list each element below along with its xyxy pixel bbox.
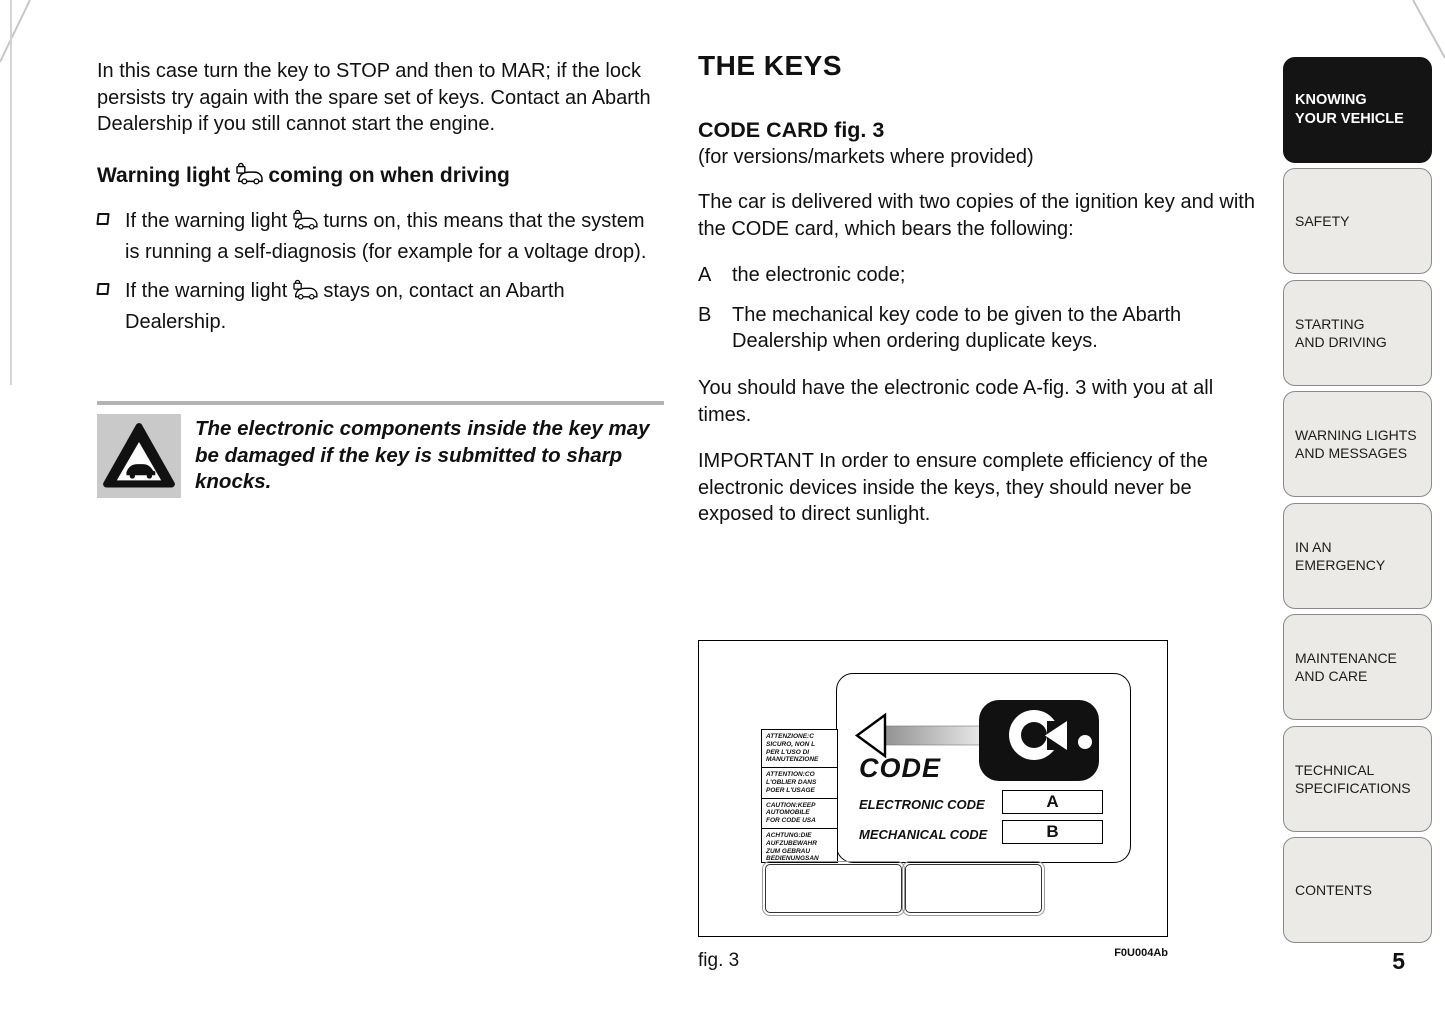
availability-note: (for versions/markets where provided) bbox=[698, 146, 1034, 168]
warning-triangle-icon bbox=[97, 414, 181, 499]
bullet-2-post: stays on, contact an Abarth Dealership. bbox=[125, 280, 565, 333]
car-lock-warning-icon bbox=[291, 279, 319, 309]
warning-light-heading: Warning light coming on when driving bbox=[97, 162, 664, 193]
list-item-b: B The mechanical key code to be given to… bbox=[698, 302, 1264, 355]
left-column: In this case turn the key to STOP and th… bbox=[96, 58, 664, 499]
code-brand-text: CODE bbox=[859, 752, 942, 783]
figure-code-card: ATTENZIONE:C SICURO, NON L PER L'USO DI … bbox=[698, 639, 1168, 937]
section-heading: CODE CARD fig. 3 bbox=[698, 118, 885, 142]
figure-reference-code: F0U004Ab bbox=[1114, 946, 1168, 959]
electronic-code-value-box: A bbox=[1002, 789, 1103, 814]
warning-text-fr: ATTENTION:CO L'OBLIER DANS POER L'USAGE bbox=[762, 768, 837, 799]
code-list: A the electronic code; B The mechanical … bbox=[698, 262, 1264, 355]
paragraph-keep-code: You should have the electronic code A-fi… bbox=[698, 376, 1214, 426]
ignition-key-illustration bbox=[854, 699, 1099, 781]
warning-text-de: ACHTUNG:DIE AUFZUBEWAHR ZUM GEBRAU BEDIE… bbox=[766, 831, 819, 863]
list-item-a: A the electronic code; bbox=[698, 262, 1264, 289]
tab-knowing-your-vehicle[interactable]: KNOWING YOUR VEHICLE bbox=[1283, 57, 1432, 163]
paragraph-important: IMPORTANT In order to ensure complete ef… bbox=[698, 450, 1208, 526]
bullet-1-pre: If the warning light bbox=[125, 210, 288, 233]
paragraph-code-card: The car is delivered with two copies of … bbox=[698, 191, 1255, 240]
bullet-1-post: turns on, this means that the system is … bbox=[125, 210, 647, 263]
section-tab-sidebar: KNOWING YOUR VEHICLE SAFETY STARTING AND… bbox=[1283, 0, 1432, 1026]
tab-maintenance-and-care[interactable]: MAINTENANCE AND CARE bbox=[1283, 614, 1432, 720]
item-b-text: The mechanical key code to be given to t… bbox=[732, 303, 1182, 353]
caution-text: The electronic components inside the key… bbox=[195, 417, 650, 493]
figure-caption-row: fig. 3 F0U004Ab bbox=[698, 947, 1168, 972]
right-column: THE KEYS CODE CARD fig. 3 (for versions/… bbox=[698, 50, 1264, 972]
mechanical-code-label: MECHANICAL CODE bbox=[859, 826, 988, 842]
tab-technical-specifications[interactable]: TECHNICAL SPECIFICATIONS bbox=[1283, 726, 1432, 832]
warning-heading-pre: Warning light bbox=[97, 163, 231, 187]
item-a-label: A bbox=[698, 264, 712, 287]
item-a-text: the electronic code; bbox=[732, 264, 906, 287]
tab-in-an-emergency[interactable]: IN AN EMERGENCY bbox=[1283, 503, 1432, 609]
tab-safety[interactable]: SAFETY bbox=[1283, 168, 1432, 274]
car-lock-warning-icon bbox=[234, 162, 264, 193]
bullet-icon bbox=[96, 283, 110, 296]
bullet-icon bbox=[96, 213, 110, 226]
tab-warning-lights-and-messages[interactable]: WARNING LIGHTS AND MESSAGES bbox=[1283, 391, 1432, 497]
separator-line bbox=[97, 401, 664, 406]
tab-starting-and-driving[interactable]: STARTING AND DRIVING bbox=[1283, 280, 1432, 386]
blank-code-field-2 bbox=[902, 860, 1045, 916]
mechanical-code-value-box: B bbox=[1002, 819, 1103, 844]
caution-note: The electronic components inside the key… bbox=[97, 414, 664, 499]
bullet-2-pre: If the warning light bbox=[125, 280, 288, 303]
figure-caption: fig. 3 bbox=[698, 949, 740, 971]
page-number: 5 bbox=[1392, 948, 1405, 974]
electronic-code-label: ELECTRONIC CODE bbox=[859, 796, 985, 812]
intro-paragraph: In this case turn the key to STOP and th… bbox=[97, 60, 651, 136]
tab-contents[interactable]: CONTENTS bbox=[1283, 837, 1432, 943]
item-b-label: B bbox=[698, 303, 712, 326]
blank-code-field-1 bbox=[762, 860, 905, 916]
code-card-warnings-panel: ATTENZIONE:C SICURO, NON L PER L'USO DI … bbox=[761, 728, 838, 863]
warning-text-en: CAUTION:KEEP AUTOMOBILE FOR CODE USA bbox=[762, 799, 837, 829]
warning-heading-post: coming on when driving bbox=[268, 163, 510, 187]
car-lock-warning-icon bbox=[291, 209, 319, 239]
page-title: THE KEYS bbox=[698, 50, 843, 81]
warning-text-it: ATTENZIONE:C SICURO, NON L PER L'USO DI … bbox=[762, 730, 837, 769]
